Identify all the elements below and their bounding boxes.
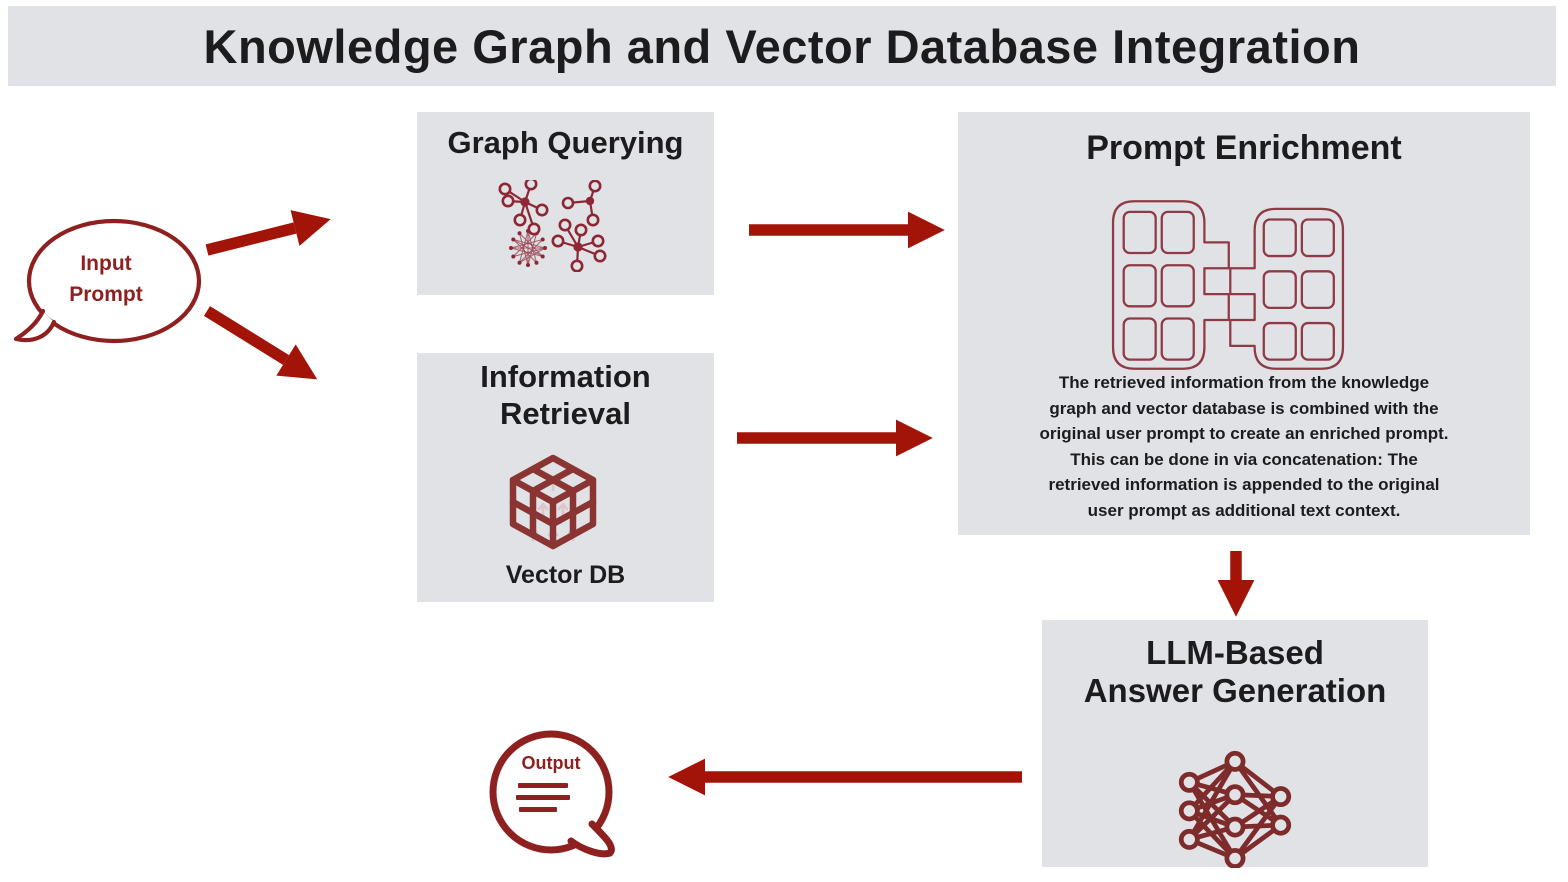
output-text-line: [519, 807, 557, 812]
bubble-tail: [567, 820, 615, 858]
speech-bubble-icon: [13, 218, 202, 344]
page-title: Knowledge Graph and Vector Database Inte…: [203, 19, 1361, 73]
llm-answer-generation-box: LLM-Based Answer Generation: [1042, 620, 1428, 868]
output-label: Output: [521, 753, 581, 773]
output-bubble: Output: [480, 728, 635, 868]
prompt-enrichment-box: Prompt Enrichment The retrieved informat…: [958, 112, 1530, 535]
llm-answer-generation-title: LLM-Based Answer Generation: [1083, 634, 1387, 709]
output-text-line: [518, 783, 568, 788]
information-retrieval-box: Information Retrieval Vector DB: [417, 353, 714, 602]
input-prompt-label: Input Prompt: [69, 252, 143, 306]
prompt-merge-grids-icon: [1111, 200, 1345, 370]
neural-network-icon: [1178, 750, 1292, 868]
vector-db-label: Vector DB: [505, 561, 626, 589]
prompt-enrichment-description: The retrieved information from the knowl…: [1039, 373, 1449, 520]
knowledge-graph-icon: [498, 180, 607, 272]
output-text-line: [516, 795, 570, 800]
title-bar: Knowledge Graph and Vector Database Inte…: [8, 6, 1556, 86]
output-speech-bubble-icon: [489, 730, 615, 858]
arrow-input-to-information-retrieval: [203, 306, 318, 380]
bubble-tail: [13, 308, 57, 343]
prompt-enrichment-title: Prompt Enrichment: [1086, 129, 1402, 167]
vector-db-cube-icon: [509, 454, 597, 550]
input-prompt-bubble: Input Prompt: [10, 212, 210, 352]
information-retrieval-title: Information Retrieval: [480, 359, 651, 431]
arrow-input-to-graph-querying: [205, 210, 331, 256]
graph-querying-title: Graph Querying: [447, 125, 684, 160]
graph-querying-box: Graph Querying: [417, 112, 714, 295]
